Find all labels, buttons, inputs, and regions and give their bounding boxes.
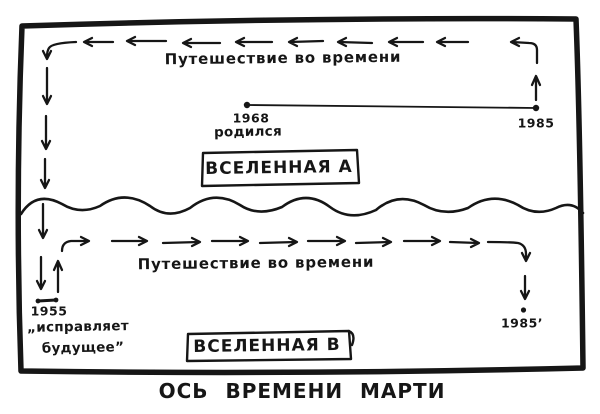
wavy-divider (19, 196, 585, 217)
year-1985-label: 1985 (517, 115, 555, 131)
frame-border (15, 15, 586, 376)
universe-a-box (200, 148, 361, 188)
year-1968-point (243, 101, 251, 109)
year-1985b-label: 1985’ (500, 315, 544, 331)
tick-1955-left-point (35, 298, 41, 304)
universe-b-loop (35, 202, 532, 303)
universe-b-travel-label: Путешествие во времени (137, 252, 375, 274)
diagram-title: ОСЬ ВРЕМЕНИ МАРТИ (158, 379, 446, 403)
universe-a-timeline (243, 101, 540, 112)
universe-a-travel-label: Путешествие во времени (164, 47, 402, 69)
fixes-future-note-line2: будущее” (41, 339, 125, 357)
tick-1955-right-point (53, 297, 59, 303)
fixes-future-note-line1: „исправляет (26, 318, 130, 336)
year-1985-point (532, 104, 540, 112)
universe-b-box (185, 329, 355, 363)
year-1955-label: 1955 (30, 303, 68, 319)
universe-b-label: ВСЕЛЕННАЯ В (193, 334, 341, 358)
year-1968-label: 1968 (232, 110, 270, 126)
born-note: родился (213, 123, 283, 141)
universe-a-loop (39, 35, 542, 190)
universe-a-label: ВСЕЛЕННАЯ А (205, 156, 353, 180)
year-1985b-point (520, 307, 527, 313)
